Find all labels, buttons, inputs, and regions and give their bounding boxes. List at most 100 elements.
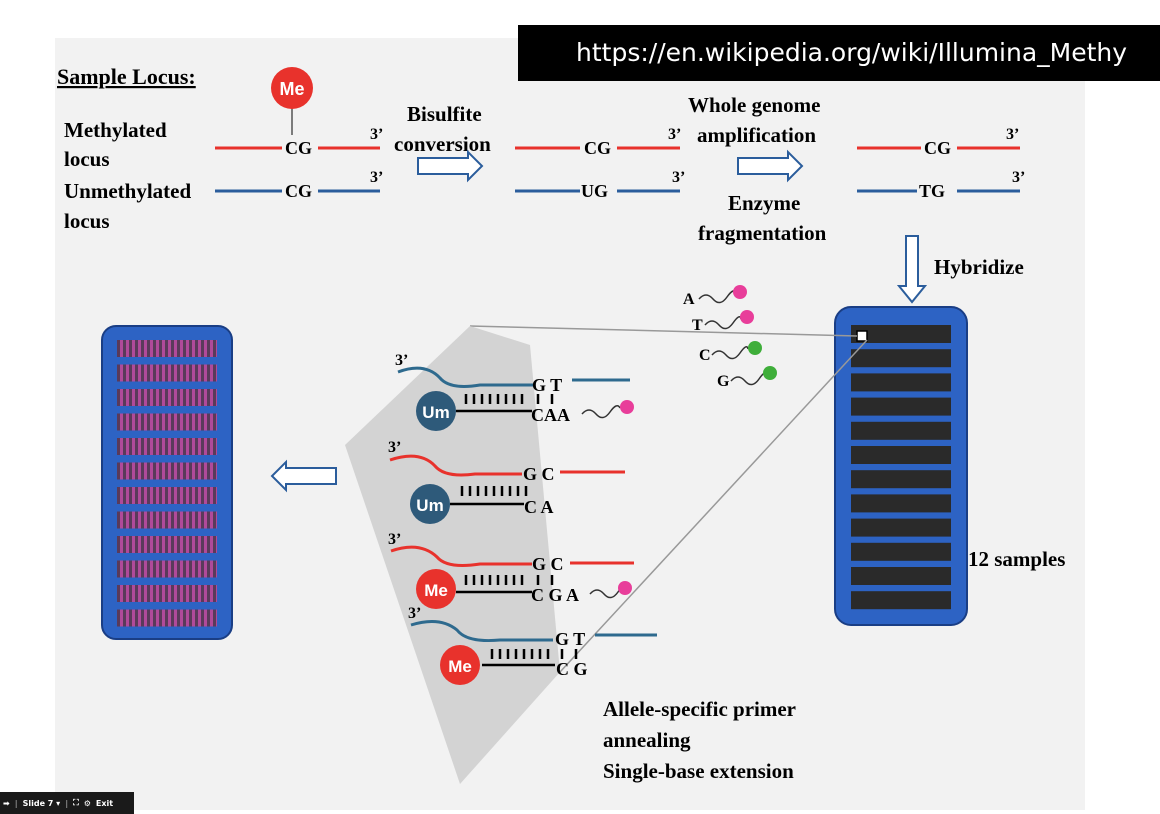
- svg-text:Allele-specific primer: Allele-specific primer: [603, 697, 796, 721]
- step-conversion: conversion: [394, 132, 491, 156]
- svg-text:G T: G T: [532, 375, 562, 395]
- label-unmethylated: Unmethylated: [64, 179, 191, 203]
- chip-slot: [851, 494, 951, 513]
- svg-text:3’: 3’: [388, 531, 401, 548]
- exit-button[interactable]: Exit: [95, 798, 114, 808]
- labeled-nucleotides: A T C G: [683, 285, 777, 390]
- chip-slot-scanned: [117, 462, 217, 480]
- svg-text:TG: TG: [919, 181, 945, 201]
- label-methylated: Methylated: [64, 118, 167, 142]
- svg-text:C A: C A: [524, 497, 554, 517]
- bead-chip-right: [834, 306, 968, 626]
- amplified-strands: CG 3’ TG 3’: [857, 126, 1025, 201]
- svg-text:3’: 3’: [668, 126, 681, 143]
- fullscreen-icon[interactable]: ⛶: [73, 798, 79, 807]
- svg-text:3’: 3’: [672, 169, 685, 186]
- slide-nav-bar: ➡ | Slide 7 ▾ | ⛶ ⚙ Exit: [0, 792, 134, 814]
- svg-text:Me: Me: [448, 657, 472, 676]
- locus-labels: Methylated locus Unmethylated locus: [64, 118, 191, 233]
- svg-text:Um: Um: [422, 403, 449, 422]
- chip-slot-scanned: [117, 560, 217, 578]
- chip-slot: [851, 446, 951, 464]
- svg-text:CG: CG: [924, 138, 951, 158]
- step-whole-genome: Whole genome: [688, 93, 820, 117]
- step-hybridize: Hybridize: [934, 255, 1024, 279]
- svg-text:CG: CG: [584, 138, 611, 158]
- gear-icon[interactable]: ⚙: [83, 798, 91, 808]
- svg-text:annealing: annealing: [603, 728, 691, 752]
- url-banner: https://en.wikipedia.org/wiki/Illumina_M…: [518, 25, 1160, 81]
- svg-text:C G A: C G A: [531, 585, 579, 605]
- slide-selector[interactable]: Slide 7 ▾: [22, 798, 61, 808]
- svg-text:3’: 3’: [408, 605, 421, 622]
- step-fragmentation: fragmentation: [698, 221, 827, 245]
- probe-3: 3’ G C Me C G A: [388, 531, 634, 609]
- chip-slot-scanned: [117, 536, 217, 553]
- svg-text:3’: 3’: [388, 439, 401, 456]
- svg-text:T: T: [692, 317, 703, 334]
- zoom-line-bottom: [559, 339, 868, 673]
- chip-slot: [851, 567, 951, 585]
- chip-slot: [851, 349, 951, 368]
- svg-text:Me: Me: [279, 79, 304, 99]
- svg-text:3’: 3’: [395, 352, 408, 369]
- svg-text:C G: C G: [556, 659, 588, 679]
- arrow-right-icon[interactable]: ➡: [3, 798, 10, 808]
- zoom-line-top: [469, 325, 858, 337]
- chip-slot: [851, 325, 951, 343]
- svg-text:Single-base extension: Single-base extension: [603, 759, 794, 783]
- title: Sample Locus:: [57, 64, 196, 89]
- chip-slot: [851, 421, 951, 440]
- svg-text:3’: 3’: [370, 126, 383, 143]
- svg-text:A: A: [683, 291, 695, 308]
- chip-slot: [851, 470, 951, 489]
- svg-text:3’: 3’: [1012, 169, 1025, 186]
- chip-slot-scanned: [117, 413, 217, 431]
- caption-allele-specific: Allele-specific primer annealing Single-…: [603, 697, 796, 783]
- chip-slot-scanned: [117, 609, 217, 627]
- probe-4: 3’ G T Me C G: [408, 605, 657, 685]
- svg-text:3’: 3’: [370, 169, 383, 186]
- me-badge-top: Me: [271, 67, 313, 135]
- nav-divider: |: [65, 798, 69, 808]
- svg-text:G C: G C: [523, 464, 555, 484]
- converted-strands: CG 3’ UG 3’: [515, 126, 685, 201]
- svg-text:CG: CG: [285, 181, 312, 201]
- arrow-right-2: [737, 149, 804, 183]
- bead-chip-left: [101, 325, 233, 640]
- arrow-down: [896, 235, 928, 304]
- svg-text:G: G: [717, 373, 730, 390]
- svg-text:CG: CG: [285, 138, 312, 158]
- svg-text:G T: G T: [555, 629, 585, 649]
- initial-strands: CG 3’ CG 3’: [215, 126, 383, 201]
- chip-slot: [851, 518, 951, 537]
- step-bisulfite: Bisulfite: [407, 102, 482, 126]
- chip-slot: [851, 591, 951, 610]
- label-unmethylated-locus: locus: [64, 209, 110, 233]
- svg-text:Me: Me: [424, 581, 448, 600]
- svg-text:G C: G C: [532, 554, 564, 574]
- arrow-left: [270, 459, 337, 493]
- chip-slot-scanned: [117, 389, 217, 406]
- label-12-samples: 12 samples: [968, 547, 1065, 571]
- chip-slot: [851, 397, 951, 416]
- svg-text:Um: Um: [416, 496, 443, 515]
- chip-slot-scanned: [117, 487, 217, 504]
- chip-slot-scanned: [117, 364, 217, 382]
- svg-text:C: C: [699, 347, 711, 364]
- svg-text:3’: 3’: [1006, 126, 1019, 143]
- svg-text:CAA: CAA: [531, 405, 570, 425]
- probe-1: 3’ G T Um CAA: [395, 352, 634, 431]
- magnified-panel: [345, 326, 560, 784]
- arrow-right-1: [417, 149, 484, 183]
- chip-slot: [851, 373, 951, 392]
- step-enzyme: Enzyme: [728, 191, 800, 215]
- chip-slot-scanned: [117, 340, 217, 357]
- chip-slot-scanned: [117, 438, 217, 455]
- probe-2: 3’ G C Um C A: [388, 439, 625, 524]
- svg-text:UG: UG: [581, 181, 608, 201]
- step-amplification: amplification: [697, 123, 816, 147]
- chip-slot-scanned: [117, 585, 217, 602]
- chip-slot-scanned: [117, 511, 217, 529]
